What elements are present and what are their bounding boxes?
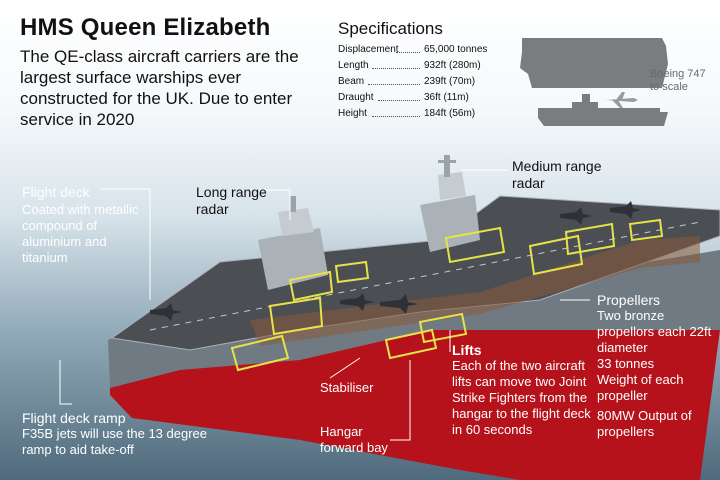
lifts-body: Each of the two aircraft lifts can move … bbox=[452, 358, 591, 437]
spec-value: 932ft (280m) bbox=[424, 60, 481, 71]
page-subtitle: The QE-class aircraft carriers are the l… bbox=[20, 47, 299, 129]
medium-range-radar-label: Medium range radar bbox=[512, 158, 602, 191]
propellers-callout: Propellers Two bronze propellors each 22… bbox=[597, 292, 713, 440]
stabiliser-label: Stabiliser bbox=[320, 380, 374, 395]
lifts-heading: Lifts bbox=[452, 342, 482, 358]
hangar-cutaway bbox=[250, 236, 700, 346]
spec-row-draught: Draught 36ft (11m) bbox=[338, 92, 478, 106]
spec-value: 184ft (56m) bbox=[424, 108, 476, 119]
scale-note: Boeing 747 to scale bbox=[650, 68, 706, 93]
specifications-title: Specifications bbox=[338, 19, 443, 38]
flight-deck-body: Coated with metallic compound of alumini… bbox=[22, 202, 139, 265]
lifts-callout: Lifts Each of the two aircraft lifts can… bbox=[452, 342, 592, 438]
forward-island bbox=[258, 196, 328, 290]
spec-label: Beam bbox=[338, 76, 365, 87]
propellers-line3: Weight of each propeller bbox=[597, 372, 684, 403]
spec-value: 65,000 tonnes bbox=[424, 44, 488, 55]
boeing-silhouette bbox=[606, 92, 638, 108]
long-range-radar-label: Long range radar bbox=[196, 184, 267, 217]
highlighted-compartments bbox=[230, 218, 664, 372]
propellers-line4: 80MW Output of propellers bbox=[597, 408, 692, 439]
flight-deck-ramp-heading: Flight deck ramp bbox=[22, 410, 126, 426]
spec-row-length: Length 932ft (280m) bbox=[338, 60, 481, 74]
propellers-line2: 33 tonnes bbox=[597, 356, 655, 371]
flight-deck-heading: Flight deck bbox=[22, 184, 90, 200]
propellers-heading: Propellers bbox=[597, 292, 661, 308]
spec-label: Displacement bbox=[338, 44, 399, 55]
deck-marking bbox=[149, 221, 701, 331]
spec-value: 239ft (70m) bbox=[424, 76, 476, 87]
spec-label: Draught bbox=[338, 92, 374, 103]
spec-label: Height bbox=[338, 108, 367, 119]
spec-row-displacement: Displacement 65,000 tonnes bbox=[338, 44, 487, 58]
spec-label: Length bbox=[338, 60, 369, 71]
flight-deck-callout: Flight deck Coated with metallic compoun… bbox=[22, 184, 140, 266]
page-title: HMS Queen Elizabeth bbox=[20, 14, 271, 41]
carrier-side-silhouette bbox=[538, 94, 668, 126]
scale-silhouettes bbox=[520, 38, 668, 126]
aft-island bbox=[420, 155, 480, 252]
spec-value: 36ft (11m) bbox=[424, 92, 469, 103]
leader-lines bbox=[59, 169, 590, 441]
spec-row-beam: Beam 239ft (70m) bbox=[338, 76, 478, 90]
propellers-line1: Two bronze propellors each 22ft diameter bbox=[597, 308, 712, 355]
spec-row-height: Height 184ft (56m) bbox=[338, 108, 478, 122]
deck-aircraft bbox=[150, 201, 642, 321]
carrier-top-silhouette bbox=[520, 38, 668, 88]
hangar-forward-bay-label: Hangar forward bay bbox=[320, 424, 388, 455]
flight-deck-ramp-callout: Flight deck ramp F35B jets will use the … bbox=[22, 410, 212, 458]
flight-deck-ramp-body: F35B jets will use the 13 degree ramp to… bbox=[22, 426, 207, 457]
